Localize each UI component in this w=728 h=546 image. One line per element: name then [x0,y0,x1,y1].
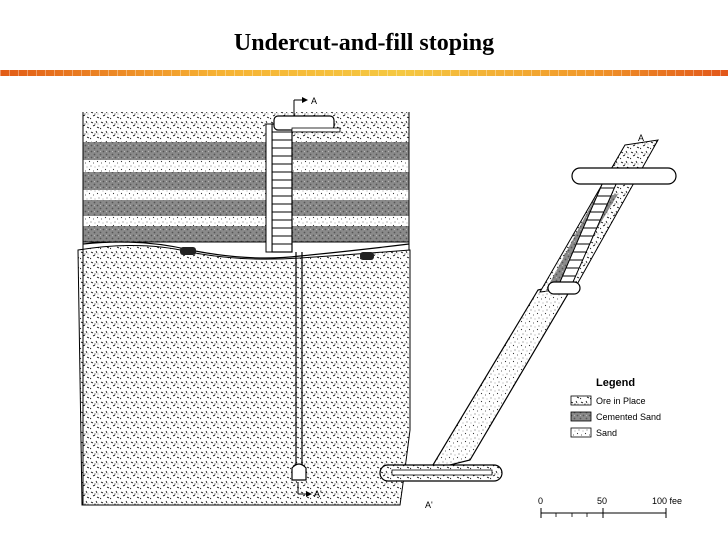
legend-swatch-cemented [570,411,592,422]
scale-tick-50: 50 [597,496,607,506]
sand-layer-2 [83,190,409,200]
ore-body-lower [77,244,411,506]
ore-top-band [83,112,409,142]
slide-title: Undercut-and-fill stoping [233,30,495,56]
scale-bar: 0 50 100 fee [538,496,682,518]
equipment-loader-left [180,247,196,255]
legend-swatch-sand [570,427,592,438]
scale-tick-0: 0 [538,496,543,506]
haulage-drift [291,463,307,481]
top-drift-rail [291,127,341,133]
undercut-opening [82,241,410,259]
scale-tick-100: 100 fee [652,496,682,506]
lower-drift-rail [391,469,493,476]
sublevel-drift [547,281,581,295]
legend-label-cemented: Cemented Sand [596,412,661,422]
title-divider [0,70,728,76]
section-label-right-a-prime: A' [425,500,433,510]
sand-layer-1 [83,160,409,172]
cemented-sand-layer-1 [83,142,409,160]
cemented-sand-layer-2 [83,172,409,190]
title-divider-texture [0,70,728,76]
section-label-a: A [311,96,317,106]
cemented-sand-layer-4 [83,226,409,242]
upper-drift [571,167,677,185]
raise-ladderway [271,123,293,253]
legend-title: Legend [596,377,635,389]
cemented-sand-layer-3 [83,200,409,216]
section-label-right-a: A [638,133,644,143]
legend-swatch-ore [570,395,592,406]
raise-timbering [265,123,273,253]
legend-label-sand: Sand [596,428,617,438]
equipment-loader-right [360,252,374,260]
section-label-a-prime: A' [314,489,322,499]
sand-layer-3 [83,216,409,226]
left-section-view: A A' [77,96,411,506]
inclined-vein-fill [428,281,577,471]
legend: Legend Ore in Place Cemented Sand Sand [570,377,661,438]
right-inclined-view: A A' [379,133,677,510]
legend-label-ore: Ore in Place [596,396,646,406]
inclined-ladderway [559,181,618,283]
